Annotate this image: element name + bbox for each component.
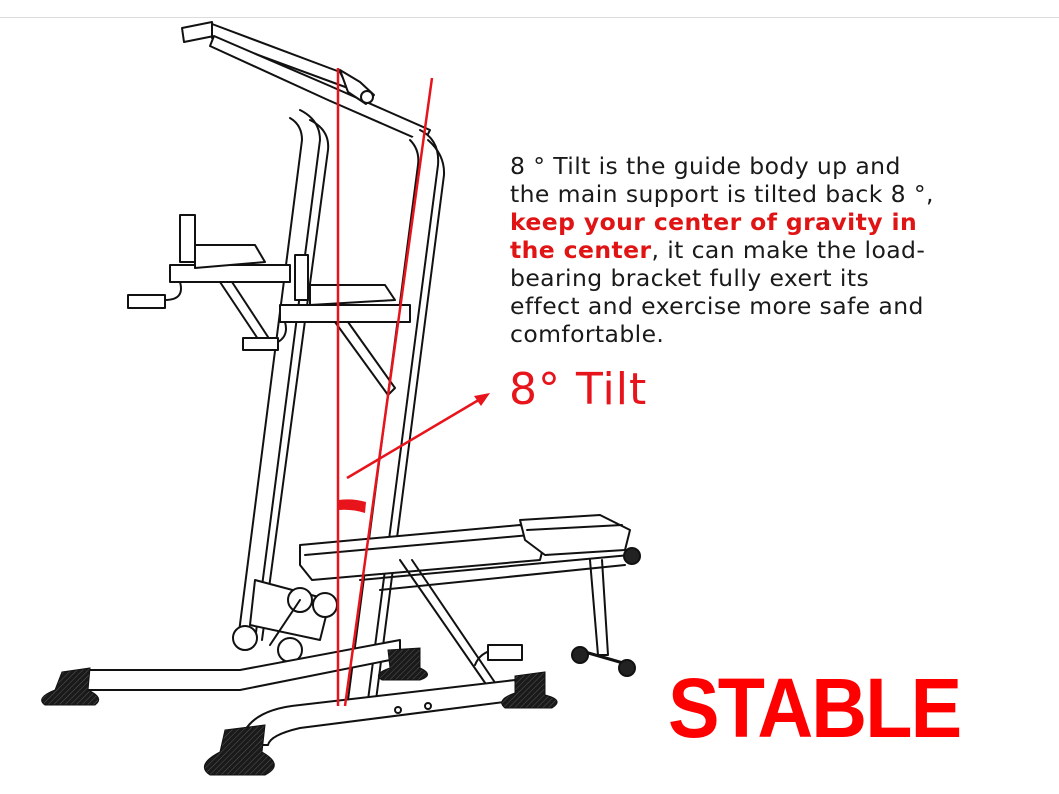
description-segment: 8 ° Tilt is the guide body up and the ma… xyxy=(510,152,934,208)
description-text: 8 ° Tilt is the guide body up and the ma… xyxy=(510,152,940,348)
description-segment: , it can make the load-bearing bracket f… xyxy=(510,236,926,348)
tilt-label: 8° Tilt xyxy=(509,364,648,415)
description-highlight: keep your center of gravity in the cente… xyxy=(510,208,918,264)
top-divider xyxy=(0,17,1059,18)
stable-heading: STABLE xyxy=(668,661,962,755)
